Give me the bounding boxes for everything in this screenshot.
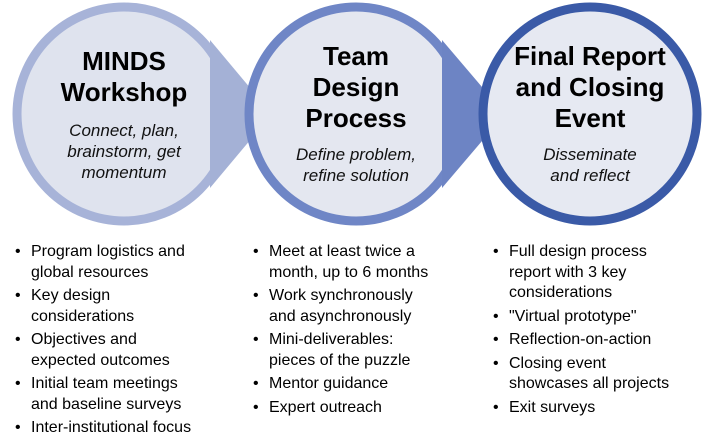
bullet-item: Closing event showcases all projects — [490, 354, 705, 395]
process-diagram — [12, 2, 702, 226]
stage-3-circle — [478, 2, 702, 226]
stage-1-text: MINDS Workshop Connect, plan, brainstorm… — [24, 46, 224, 183]
stage-2-subtitle: Define problem, refine solution — [295, 145, 416, 185]
bullet-item: Mentor guidance — [250, 374, 470, 395]
bullet-item: Work synchronously and asynchronously — [250, 286, 470, 327]
stage-3-text: Final Report and Closing Event Dissemina… — [490, 41, 690, 186]
bullet-item: Initial team meetings and baseline surve… — [12, 374, 232, 415]
stage-3-bullets: Full design process report with 3 key co… — [490, 242, 705, 421]
stage-2-text: Team Design Process Define problem, refi… — [256, 41, 456, 186]
bullet-item: Reflection-on-action — [490, 330, 705, 351]
stage-1-bullets: Program logistics and global resources K… — [12, 242, 232, 442]
bullet-item: Meet at least twice a month, up to 6 mon… — [250, 242, 470, 283]
stage-2-arrow — [442, 40, 505, 188]
bullet-item: Key design considerations — [12, 286, 232, 327]
stage-3-subtitle: Disseminate and reflect — [543, 145, 637, 185]
stage-2-bullets: Meet at least twice a month, up to 6 mon… — [250, 242, 470, 421]
bullet-item: Full design process report with 3 key co… — [490, 242, 705, 304]
bullet-item: Objectives and expected outcomes — [12, 330, 232, 371]
stage-1-arrow — [210, 40, 272, 188]
bullet-item: Mini-deliverables: pieces of the puzzle — [250, 330, 470, 371]
stage-1-subtitle: Connect, plan, brainstorm, get momentum — [67, 121, 181, 182]
bullet-item: Expert outreach — [250, 398, 470, 419]
stage-3-title: Final Report and Closing Event — [514, 41, 666, 133]
bullet-item: "Virtual prototype" — [490, 307, 705, 328]
bullet-item: Exit surveys — [490, 398, 705, 419]
stage-1-title: MINDS Workshop — [60, 46, 188, 107]
bullet-item: Inter-institutional focus — [12, 418, 232, 439]
bullet-item: Program logistics and global resources — [12, 242, 232, 283]
stage-2-title: Team Design Process — [305, 41, 407, 133]
